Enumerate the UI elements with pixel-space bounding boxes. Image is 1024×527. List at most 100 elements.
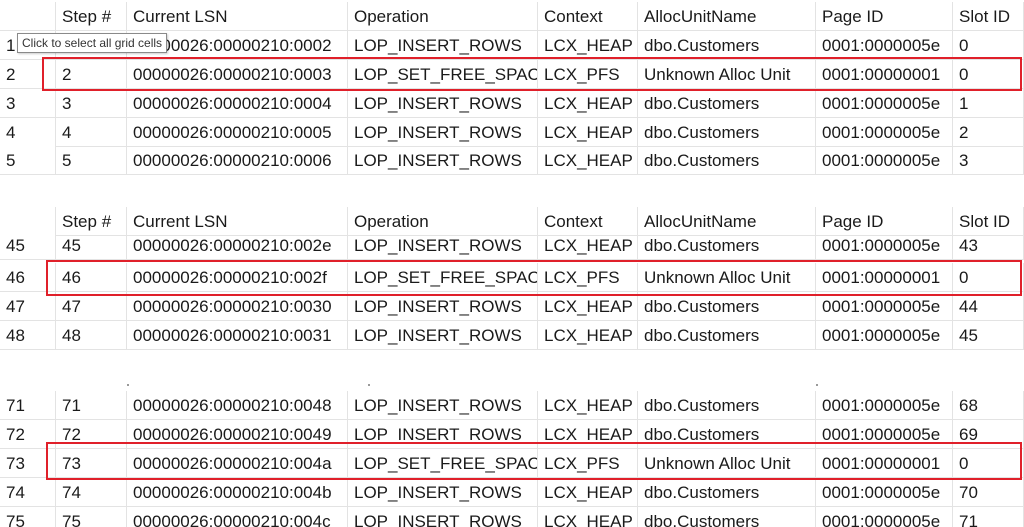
col-header-page-id[interactable]: Page ID (816, 207, 953, 236)
cell-slot-id[interactable]: 69 (953, 420, 1024, 449)
col-header-page-id[interactable]: Page ID (816, 2, 953, 31)
cell-slot-id[interactable]: 45 (953, 321, 1024, 350)
cell-step[interactable]: 2 (56, 60, 127, 89)
cell-step[interactable]: 73 (56, 449, 127, 478)
table-row[interactable]: 74 74 00000026:00000210:004b LOP_INSERT_… (0, 478, 1024, 507)
cell-allocunitname[interactable]: dbo.Customers (638, 321, 816, 350)
cell-operation[interactable]: LOP_INSERT_ROWS (348, 89, 538, 118)
cell-allocunitname[interactable]: dbo.Customers (638, 231, 816, 260)
table-row[interactable]: 2 2 00000026:00000210:0003 LOP_SET_FREE_… (0, 60, 1024, 89)
cell-operation[interactable]: LOP_INSERT_ROWS (348, 118, 538, 147)
row-number[interactable]: 75 (0, 507, 56, 527)
row-number[interactable]: 48 (0, 321, 56, 350)
cell-context[interactable]: LCX_HEAP (538, 146, 638, 175)
cell-page-id[interactable]: 0001:0000005e (816, 478, 953, 507)
cell-step[interactable]: 45 (56, 231, 127, 260)
cell-allocunitname[interactable]: Unknown Alloc Unit (638, 263, 816, 292)
cell-current-lsn[interactable]: 00000026:00000210:0030 (127, 292, 348, 321)
cell-current-lsn[interactable]: 00000026:00000210:004b (127, 478, 348, 507)
cell-current-lsn[interactable]: 00000026:00000210:004c (127, 507, 348, 527)
cell-slot-id[interactable]: 2 (953, 118, 1024, 147)
cell-current-lsn[interactable]: 00000026:00000210:004a (127, 449, 348, 478)
cell-page-id[interactable]: 0001:0000005e (816, 292, 953, 321)
cell-allocunitname[interactable]: Unknown Alloc Unit (638, 60, 816, 89)
cell-page-id[interactable]: 0001:0000005e (816, 507, 953, 527)
row-number[interactable]: 5 (0, 146, 56, 175)
row-number[interactable]: 72 (0, 420, 56, 449)
cell-allocunitname[interactable]: dbo.Customers (638, 507, 816, 527)
row-number[interactable]: 3 (0, 89, 56, 118)
cell-operation[interactable]: LOP_SET_FREE_SPACE (348, 449, 538, 478)
row-number[interactable]: 47 (0, 292, 56, 321)
cell-slot-id[interactable]: 70 (953, 478, 1024, 507)
cell-slot-id[interactable]: 43 (953, 231, 1024, 260)
col-header-allocunitname[interactable]: AllocUnitName (638, 2, 816, 31)
cell-context[interactable]: LCX_HEAP (538, 321, 638, 350)
col-header-context[interactable]: Context (538, 2, 638, 31)
cell-current-lsn[interactable]: 00000026:00000210:0049 (127, 420, 348, 449)
cell-step[interactable]: 75 (56, 507, 127, 527)
cell-context[interactable]: LCX_HEAP (538, 292, 638, 321)
cell-step[interactable]: 71 (56, 391, 127, 420)
cell-operation[interactable]: LOP_INSERT_ROWS (348, 391, 538, 420)
cell-allocunitname[interactable]: dbo.Customers (638, 89, 816, 118)
result-grid-1[interactable]: Step # Current LSN Operation Context All… (0, 0, 1024, 175)
cell-current-lsn[interactable]: 00000026:00000210:0002 (127, 31, 348, 60)
cell-slot-id[interactable]: 68 (953, 391, 1024, 420)
cell-page-id[interactable]: 0001:0000005e (816, 321, 953, 350)
col-header-context[interactable]: Context (538, 207, 638, 236)
cell-allocunitname[interactable]: dbo.Customers (638, 391, 816, 420)
cell-context[interactable]: LCX_HEAP (538, 89, 638, 118)
row-number[interactable]: 46 (0, 263, 56, 292)
cell-operation[interactable]: LOP_SET_FREE_SPACE (348, 60, 538, 89)
table-row[interactable]: 47 47 00000026:00000210:0030 LOP_INSERT_… (0, 292, 1024, 321)
cell-context[interactable]: LCX_PFS (538, 449, 638, 478)
cell-current-lsn[interactable]: 00000026:00000210:0003 (127, 60, 348, 89)
cell-context[interactable]: LCX_HEAP (538, 420, 638, 449)
cell-operation[interactable]: LOP_INSERT_ROWS (348, 146, 538, 175)
cell-slot-id[interactable]: 0 (953, 263, 1024, 292)
cell-slot-id[interactable]: 0 (953, 60, 1024, 89)
col-header-operation[interactable]: Operation (348, 2, 538, 31)
cell-step[interactable]: 3 (56, 89, 127, 118)
row-number[interactable]: 45 (0, 231, 56, 260)
table-row[interactable]: 1 1 00000026:00000210:0002 LOP_INSERT_RO… (0, 31, 1024, 60)
cell-page-id[interactable]: 0001:0000005e (816, 89, 953, 118)
result-grid-3[interactable]: 71 71 00000026:00000210:0048 LOP_INSERT_… (0, 391, 1024, 527)
table-row[interactable]: 75 75 00000026:00000210:004c LOP_INSERT_… (0, 507, 1024, 527)
result-grid-2[interactable]: Step # Current LSN Operation Context All… (0, 205, 1024, 350)
cell-page-id[interactable]: 0001:0000005e (816, 231, 953, 260)
cell-operation[interactable]: LOP_INSERT_ROWS (348, 31, 538, 60)
table-row[interactable]: 72 72 00000026:00000210:0049 LOP_INSERT_… (0, 420, 1024, 449)
cell-allocunitname[interactable]: dbo.Customers (638, 292, 816, 321)
cell-page-id[interactable]: 0001:0000005e (816, 118, 953, 147)
cell-slot-id[interactable]: 44 (953, 292, 1024, 321)
cell-page-id[interactable]: 0001:0000005e (816, 31, 953, 60)
cell-allocunitname[interactable]: dbo.Customers (638, 31, 816, 60)
cell-operation[interactable]: LOP_INSERT_ROWS (348, 420, 538, 449)
cell-slot-id[interactable]: 1 (953, 89, 1024, 118)
cell-allocunitname[interactable]: dbo.Customers (638, 118, 816, 147)
cell-step[interactable]: 4 (56, 118, 127, 147)
cell-step[interactable]: 47 (56, 292, 127, 321)
table-row[interactable]: 3 3 00000026:00000210:0004 LOP_INSERT_RO… (0, 89, 1024, 118)
cell-context[interactable]: LCX_HEAP (538, 478, 638, 507)
table-row[interactable]: 45 45 00000026:00000210:002e LOP_INSERT_… (0, 231, 1024, 260)
cell-slot-id[interactable]: 0 (953, 449, 1024, 478)
row-number[interactable]: 74 (0, 478, 56, 507)
cell-allocunitname[interactable]: dbo.Customers (638, 478, 816, 507)
cell-operation[interactable]: LOP_INSERT_ROWS (348, 231, 538, 260)
cell-current-lsn[interactable]: 00000026:00000210:0006 (127, 146, 348, 175)
cell-step[interactable]: 74 (56, 478, 127, 507)
table-row[interactable]: 4 4 00000026:00000210:0005 LOP_INSERT_RO… (0, 118, 1024, 147)
table-row[interactable]: 5 5 00000026:00000210:0006 LOP_INSERT_RO… (0, 146, 1024, 175)
cell-current-lsn[interactable]: 00000026:00000210:0031 (127, 321, 348, 350)
cell-current-lsn[interactable]: 00000026:00000210:0048 (127, 391, 348, 420)
cell-context[interactable]: LCX_PFS (538, 263, 638, 292)
col-header-slot-id[interactable]: Slot ID (953, 207, 1024, 236)
cell-slot-id[interactable]: 71 (953, 507, 1024, 527)
cell-allocunitname[interactable]: Unknown Alloc Unit (638, 449, 816, 478)
cell-page-id[interactable]: 0001:0000005e (816, 391, 953, 420)
table-row[interactable]: 73 73 00000026:00000210:004a LOP_SET_FRE… (0, 449, 1024, 478)
col-header-current-lsn[interactable]: Current LSN (127, 207, 348, 236)
